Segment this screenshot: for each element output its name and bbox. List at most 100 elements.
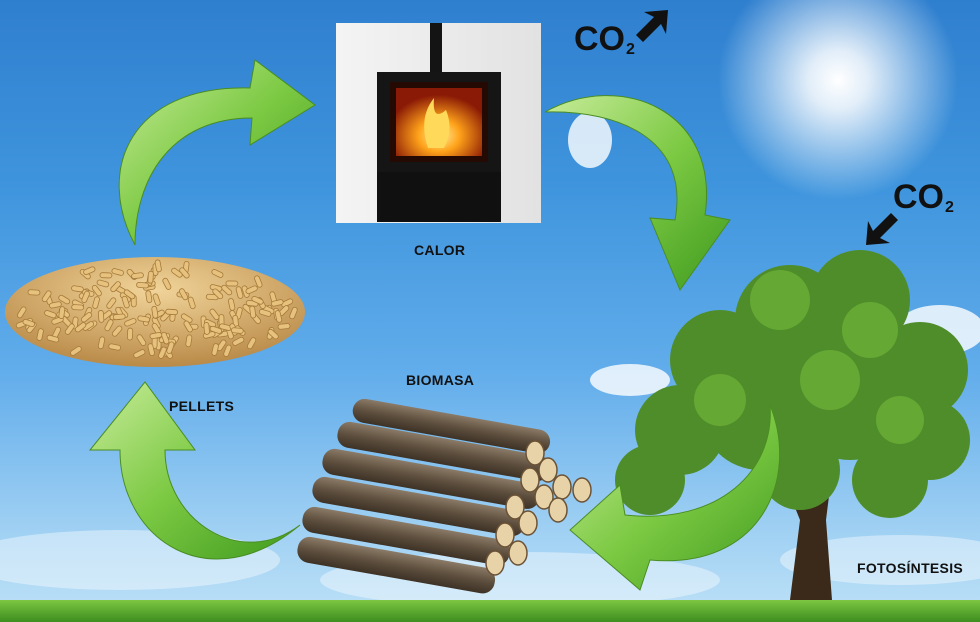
pellet bbox=[151, 305, 159, 319]
pellet bbox=[223, 344, 232, 357]
pellet bbox=[97, 336, 106, 350]
sun bbox=[718, 0, 958, 200]
pellet bbox=[251, 295, 264, 305]
pellet bbox=[121, 295, 130, 309]
pellet bbox=[178, 288, 189, 301]
pellet bbox=[147, 270, 154, 284]
pellet bbox=[41, 290, 52, 303]
pellet bbox=[145, 290, 153, 304]
pellet bbox=[171, 267, 183, 278]
pellet bbox=[131, 272, 144, 280]
pellet bbox=[81, 290, 90, 303]
pellet bbox=[161, 331, 170, 345]
pellet bbox=[258, 308, 272, 317]
curved-arrow-icon bbox=[88, 381, 301, 560]
pellet bbox=[123, 289, 136, 300]
pellet bbox=[232, 336, 245, 346]
pellet bbox=[83, 266, 96, 275]
pellet bbox=[166, 341, 175, 354]
pellet bbox=[180, 313, 193, 324]
pellet bbox=[267, 328, 279, 340]
co2-absorption-sub: 2 bbox=[945, 199, 954, 216]
pellet bbox=[80, 312, 93, 323]
pellet bbox=[247, 337, 257, 350]
pellet bbox=[58, 306, 66, 319]
pellet bbox=[245, 285, 258, 295]
pellet bbox=[27, 289, 41, 296]
pellet bbox=[16, 306, 27, 319]
pellet bbox=[183, 320, 193, 333]
pellet bbox=[74, 322, 87, 333]
pellet bbox=[99, 272, 113, 279]
pellet bbox=[211, 343, 219, 356]
pellet bbox=[36, 328, 44, 341]
co2-absorption-label: CO2 bbox=[893, 178, 954, 217]
pellet-pile bbox=[5, 257, 305, 367]
calor-label: CALOR bbox=[414, 242, 466, 258]
pellet bbox=[165, 308, 179, 316]
pellet bbox=[22, 318, 35, 328]
pellet bbox=[212, 288, 224, 300]
pellet bbox=[154, 259, 162, 273]
pellet bbox=[203, 322, 210, 335]
pellet bbox=[104, 319, 114, 332]
pellet bbox=[108, 343, 122, 351]
pellet-stove bbox=[336, 23, 541, 223]
tree bbox=[615, 250, 970, 600]
co2-arrows bbox=[636, 10, 898, 245]
pellet bbox=[152, 293, 161, 306]
fotosintesis-label: FOTOSÍNTESIS bbox=[857, 560, 964, 576]
pellet bbox=[254, 275, 263, 288]
pellet bbox=[111, 268, 125, 276]
grass bbox=[0, 600, 980, 622]
pellet bbox=[274, 310, 283, 323]
pellet bbox=[126, 327, 134, 341]
curved-arrow-icon bbox=[544, 95, 731, 292]
pellet bbox=[185, 334, 193, 348]
pellet bbox=[136, 281, 149, 289]
co2-emission-sub: 2 bbox=[626, 41, 635, 58]
pellet bbox=[112, 313, 126, 321]
pellet bbox=[64, 323, 75, 335]
pellet bbox=[149, 332, 163, 340]
pellet bbox=[96, 279, 110, 288]
pellet bbox=[136, 334, 147, 346]
co2-emission-label: CO2 bbox=[574, 20, 635, 59]
pellet bbox=[147, 343, 155, 356]
pellet bbox=[209, 325, 223, 334]
pellet bbox=[221, 284, 233, 296]
pellet bbox=[110, 281, 121, 293]
pellet bbox=[97, 310, 105, 323]
pellet bbox=[92, 296, 100, 309]
pellet bbox=[270, 299, 284, 307]
biomasa-label: BIOMASA bbox=[406, 372, 475, 388]
pellet bbox=[216, 339, 227, 352]
pellet bbox=[82, 321, 95, 331]
pellet bbox=[133, 349, 146, 359]
pellet bbox=[106, 297, 117, 309]
pellet bbox=[225, 280, 239, 287]
pellet bbox=[289, 306, 298, 320]
pellet bbox=[91, 284, 102, 297]
curved-arrow-icon bbox=[118, 59, 316, 246]
curved-arrow-icon bbox=[569, 404, 781, 591]
pellet bbox=[70, 346, 82, 356]
pellet bbox=[277, 323, 291, 330]
pellet bbox=[158, 346, 167, 359]
co2-absorption-main: CO bbox=[893, 178, 944, 216]
pellets-label: PELLETS bbox=[169, 398, 235, 414]
pellet bbox=[58, 294, 71, 305]
pellet bbox=[111, 325, 123, 337]
pellet bbox=[137, 315, 151, 323]
pellet bbox=[44, 310, 57, 319]
pellet bbox=[230, 327, 244, 334]
pellet bbox=[46, 334, 60, 343]
pellet bbox=[71, 285, 84, 293]
wood-logs bbox=[297, 398, 592, 594]
cycle-arrows bbox=[88, 59, 781, 591]
arrow-down-left-icon bbox=[866, 213, 898, 245]
pellet bbox=[49, 301, 62, 309]
pellet bbox=[162, 277, 172, 290]
